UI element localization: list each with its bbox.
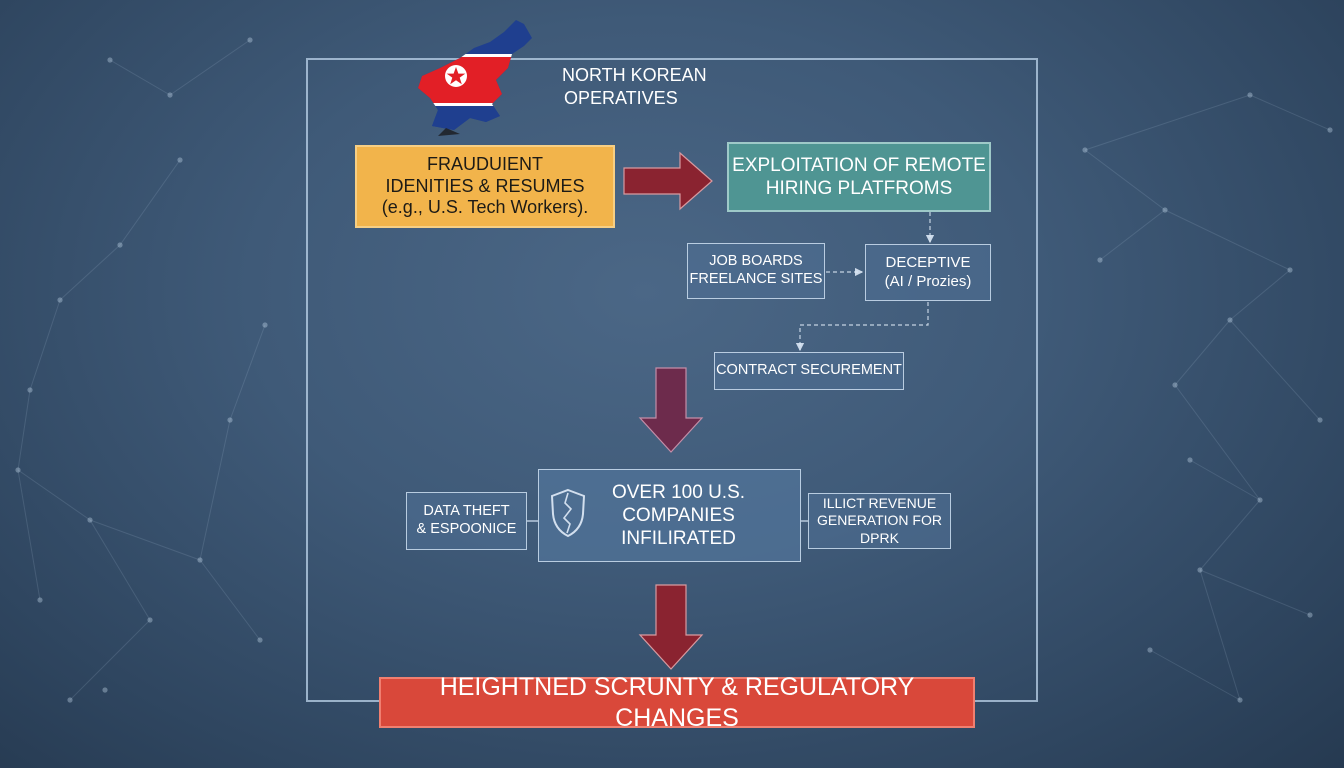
background-network-dot bbox=[1172, 382, 1178, 388]
background-network-dot bbox=[1147, 647, 1153, 653]
deceptive-line1: DECEPTIVE bbox=[885, 254, 971, 272]
background-network-line bbox=[17, 469, 41, 601]
background-network-dot bbox=[167, 92, 173, 98]
data-theft-box: DATA THEFT & ESPOONICE bbox=[406, 492, 527, 550]
exploitation-line2: HIRING PLATFROMS bbox=[765, 178, 953, 199]
background-network-dot bbox=[147, 617, 153, 623]
illicit-line1: ILLICT REVENUE bbox=[822, 495, 937, 512]
background-network-line bbox=[1174, 319, 1231, 386]
background-network-dot bbox=[1197, 567, 1203, 573]
background-network-line bbox=[17, 469, 91, 521]
background-network-line bbox=[1199, 569, 1311, 616]
fraudulent-identities-box: FRAUDUIENT IDENITIES & RESUMES (e.g., U.… bbox=[355, 145, 615, 228]
background-network-dot bbox=[1307, 612, 1313, 618]
header-title-line2: OPERATIVES bbox=[564, 88, 678, 109]
infiltrated-line2: INFILIRATED bbox=[621, 528, 736, 550]
data-theft-line2: & ESPOONICE bbox=[416, 521, 517, 537]
fraudulent-line1: FRAUDUIENT bbox=[427, 153, 543, 174]
background-network-line bbox=[109, 59, 171, 96]
background-network-line bbox=[59, 244, 121, 301]
contract-label: CONTRACT SECUREMENT bbox=[716, 362, 902, 379]
background-network-dot bbox=[177, 157, 183, 163]
background-network-dot bbox=[107, 57, 113, 63]
background-network-dot bbox=[117, 242, 123, 248]
background-network-dot bbox=[67, 697, 73, 703]
illicit-line2: GENERATION FOR DPRK bbox=[817, 512, 942, 546]
background-network-line bbox=[1149, 649, 1241, 701]
background-network-dot bbox=[1227, 317, 1233, 323]
dashed-connector-deceptive-to-contract bbox=[795, 302, 929, 352]
background-network-line bbox=[199, 559, 261, 641]
background-network-dot bbox=[1187, 457, 1193, 463]
background-network-dot bbox=[1097, 257, 1103, 263]
background-network-line bbox=[229, 324, 266, 421]
background-network-line bbox=[1099, 209, 1166, 261]
deceptive-box: DECEPTIVE (AI / Prozies) bbox=[865, 244, 991, 301]
background-network-dot bbox=[1237, 697, 1243, 703]
background-network-dot bbox=[37, 597, 43, 603]
companies-infiltrated-box: OVER 100 U.S. COMPANIES INFILIRATED bbox=[538, 469, 801, 562]
background-network-line bbox=[169, 39, 251, 96]
background-network-line bbox=[1164, 209, 1291, 271]
background-network-line bbox=[199, 419, 231, 561]
fraudulent-line2: IDENITIES & RESUMES bbox=[385, 175, 585, 196]
background-network-dot bbox=[102, 687, 108, 693]
background-network-line bbox=[1229, 269, 1291, 321]
background-network-dot bbox=[1082, 147, 1088, 153]
infiltrated-line1: OVER 100 U.S. COMPANIES bbox=[611, 481, 746, 526]
background-network-line bbox=[1084, 94, 1251, 151]
cracked-shield-icon bbox=[550, 488, 586, 538]
header-title: NORTH KOREAN OPERATIVES bbox=[562, 64, 762, 111]
background-network-line bbox=[1229, 319, 1321, 421]
background-network-dot bbox=[262, 322, 268, 328]
background-network-line bbox=[1189, 459, 1261, 501]
background-network-line bbox=[29, 299, 61, 391]
north-korea-flag-map-icon bbox=[418, 20, 532, 136]
background-network-dot bbox=[1162, 207, 1168, 213]
header-title-line1: NORTH KOREAN bbox=[562, 65, 707, 85]
exploitation-box: EXPLOITATION OF REMOTE HIRING PLATFROMS bbox=[727, 142, 991, 212]
exploitation-line1: EXPLOITATION OF REMOTE bbox=[732, 154, 986, 176]
right-arrow bbox=[623, 151, 713, 211]
background-network-line bbox=[89, 519, 151, 621]
background-network-dot bbox=[1327, 127, 1333, 133]
background-network-dot bbox=[15, 467, 21, 473]
background-network-dot bbox=[197, 557, 203, 563]
background-network-line bbox=[119, 159, 181, 246]
background-network-line bbox=[1199, 569, 1241, 701]
fraudulent-line3: (e.g., U.S. Tech Workers). bbox=[381, 197, 589, 218]
job-boards-line1: JOB BOARDS bbox=[709, 253, 803, 270]
job-boards-box: JOB BOARDS FREELANCE SITES bbox=[687, 243, 825, 299]
background-network-dot bbox=[227, 417, 233, 423]
contract-securement-box: CONTRACT SECUREMENT bbox=[714, 352, 904, 390]
down-arrow-red bbox=[638, 584, 704, 670]
outcome-label: HEIGHTNED SCRUNTY & REGULATORY CHANGES bbox=[439, 673, 915, 732]
background-network-dot bbox=[27, 387, 33, 393]
background-network-dot bbox=[257, 637, 263, 643]
deceptive-line2: (AI / Prozies) bbox=[884, 272, 972, 290]
background-network-dot bbox=[87, 517, 93, 523]
background-network-dot bbox=[1287, 267, 1293, 273]
background-network-line bbox=[89, 519, 201, 561]
background-network-line bbox=[69, 619, 151, 701]
background-network-line bbox=[1174, 384, 1261, 501]
data-theft-line1: DATA THEFT bbox=[423, 503, 510, 520]
background-network-dot bbox=[247, 37, 253, 43]
illicit-revenue-box: ILLICT REVENUE GENERATION FOR DPRK bbox=[808, 493, 951, 549]
background-network-line bbox=[1084, 149, 1166, 211]
background-network-dot bbox=[1317, 417, 1323, 423]
background-network-line bbox=[17, 389, 31, 471]
job-boards-line2: FREELANCE SITES bbox=[689, 271, 823, 287]
down-arrow-purple bbox=[638, 367, 704, 453]
background-network-dot bbox=[57, 297, 63, 303]
outcome-box: HEIGHTNED SCRUNTY & REGULATORY CHANGES bbox=[379, 673, 975, 732]
background-network-dot bbox=[1257, 497, 1263, 503]
background-network-dot bbox=[1247, 92, 1253, 98]
background-network-line bbox=[1249, 94, 1331, 131]
background-network-line bbox=[1199, 499, 1261, 571]
